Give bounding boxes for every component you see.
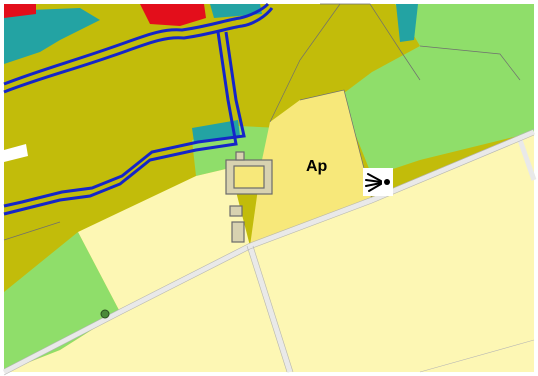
tree-marker <box>100 309 110 319</box>
roads <box>2 129 537 375</box>
pale-yellow-farmland <box>4 132 534 372</box>
white-plot <box>4 144 28 162</box>
teal-zone-small <box>192 120 240 142</box>
red-zone-west <box>4 4 36 18</box>
road-edges <box>3 128 535 376</box>
green-zone-east <box>340 4 534 176</box>
green-zone-southwest <box>4 232 120 372</box>
teal-zone-north <box>4 8 100 64</box>
red-zone <box>140 4 206 26</box>
monument-symbol <box>363 168 393 196</box>
yellow-zone-ap <box>250 90 372 246</box>
teal-zone-ne <box>396 4 418 42</box>
parcel-lines <box>3 3 521 241</box>
zone-label-ap: Ap <box>306 158 328 175</box>
manor-building <box>225 151 273 243</box>
monument-radiating-point-icon <box>365 173 390 192</box>
river <box>3 2 274 216</box>
